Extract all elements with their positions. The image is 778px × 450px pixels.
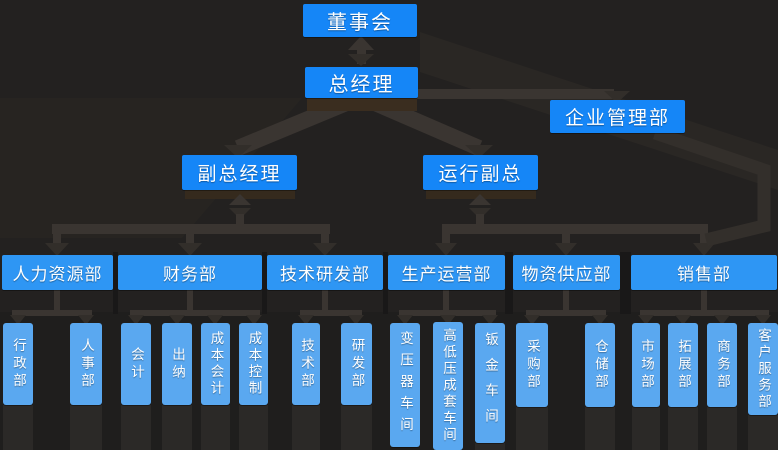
node-unit-cost-control-label: 成本控制 — [246, 331, 262, 397]
node-unit-cost-accounting: 成本会计 — [201, 323, 230, 405]
node-dept-finance-label: 财务部 — [163, 265, 217, 284]
node-dept-material-supply: 物资供应部 — [513, 255, 620, 290]
link-ops-departments — [435, 194, 715, 256]
node-dept-production-ops: 生产运营部 — [388, 255, 505, 290]
node-unit-rd-label: 研发部 — [349, 337, 365, 391]
link-board-gm — [348, 36, 374, 66]
node-dept-sales: 销售部 — [631, 255, 777, 290]
node-unit-transformer-workshop: 变压器车间 — [390, 323, 420, 447]
node-dept-tech-rd-label: 技术研发部 — [280, 265, 370, 284]
node-unit-warehouse: 仓储部 — [585, 323, 615, 407]
node-unit-purchasing: 采购部 — [516, 323, 548, 407]
node-unit-hv-lv-assembly-workshop: 高低压成套车间 — [433, 322, 463, 450]
node-deputy-gm-label: 副总经理 — [197, 164, 282, 185]
node-unit-purchasing-label: 采购部 — [525, 338, 540, 392]
node-unit-sheet-metal-workshop: 钣金车间 — [475, 323, 505, 443]
node-unit-accounting: 会计 — [121, 323, 151, 405]
node-unit-customer-service-label: 客户服务部 — [756, 327, 771, 411]
node-unit-customer-service: 客户服务部 — [748, 323, 778, 415]
node-unit-sheet-metal-workshop-label: 钣金车间 — [483, 332, 498, 434]
node-operations-deputy: 运行副总 — [423, 155, 538, 190]
node-unit-warehouse-label: 仓储部 — [593, 338, 608, 392]
node-dept-finance: 财务部 — [118, 255, 262, 290]
node-board: 董事会 — [303, 4, 417, 37]
node-dept-hr-label: 人力资源部 — [12, 265, 103, 284]
node-unit-technology: 技术部 — [292, 323, 320, 405]
node-unit-expansion-label: 拓展部 — [676, 338, 691, 392]
node-board-label: 董事会 — [327, 12, 393, 34]
node-unit-cost-control: 成本控制 — [239, 323, 268, 405]
node-unit-personnel: 人事部 — [70, 323, 102, 405]
node-unit-accounting-label: 会计 — [129, 346, 144, 382]
node-enterprise-mgmt-label: 企业管理部 — [564, 108, 670, 129]
node-unit-personnel-label: 人事部 — [79, 337, 94, 391]
node-unit-commerce-label: 商务部 — [715, 338, 730, 392]
node-unit-market: 市场部 — [632, 323, 660, 407]
node-unit-market-label: 市场部 — [639, 338, 654, 392]
node-unit-expansion: 拓展部 — [668, 323, 698, 407]
link-deputy-departments — [45, 194, 337, 256]
node-operations-deputy-label: 运行副总 — [438, 164, 523, 185]
node-unit-transformer-workshop-label: 变压器车间 — [398, 331, 413, 439]
node-unit-cashier-label: 出纳 — [170, 346, 185, 382]
node-dept-hr: 人力资源部 — [2, 255, 113, 290]
node-unit-technology-label: 技术部 — [299, 337, 314, 391]
node-unit-rd: 研发部 — [341, 323, 372, 405]
node-unit-admin-label: 行政部 — [11, 337, 26, 391]
node-dept-tech-rd: 技术研发部 — [267, 255, 383, 290]
node-enterprise-mgmt-dept: 企业管理部 — [550, 100, 685, 133]
node-dept-sales-label: 销售部 — [677, 265, 731, 284]
node-dept-material-supply-label: 物资供应部 — [521, 265, 612, 284]
link-enterprise-band — [652, 126, 771, 247]
link-dept-units-stubs — [12, 290, 769, 316]
node-unit-hv-lv-assembly-workshop-label: 高低压成套车间 — [441, 328, 456, 444]
link-unit-arrowheads — [10, 315, 771, 325]
node-unit-admin: 行政部 — [3, 323, 33, 405]
node-dept-production-ops-label: 生产运营部 — [401, 265, 492, 284]
node-unit-commerce: 商务部 — [707, 323, 737, 407]
node-unit-cashier: 出纳 — [162, 323, 192, 405]
node-deputy-gm: 副总经理 — [182, 155, 297, 190]
node-general-manager: 总经理 — [305, 67, 418, 98]
node-general-manager-label: 总经理 — [328, 74, 395, 96]
node-unit-cost-accounting-label: 成本会计 — [208, 331, 224, 397]
